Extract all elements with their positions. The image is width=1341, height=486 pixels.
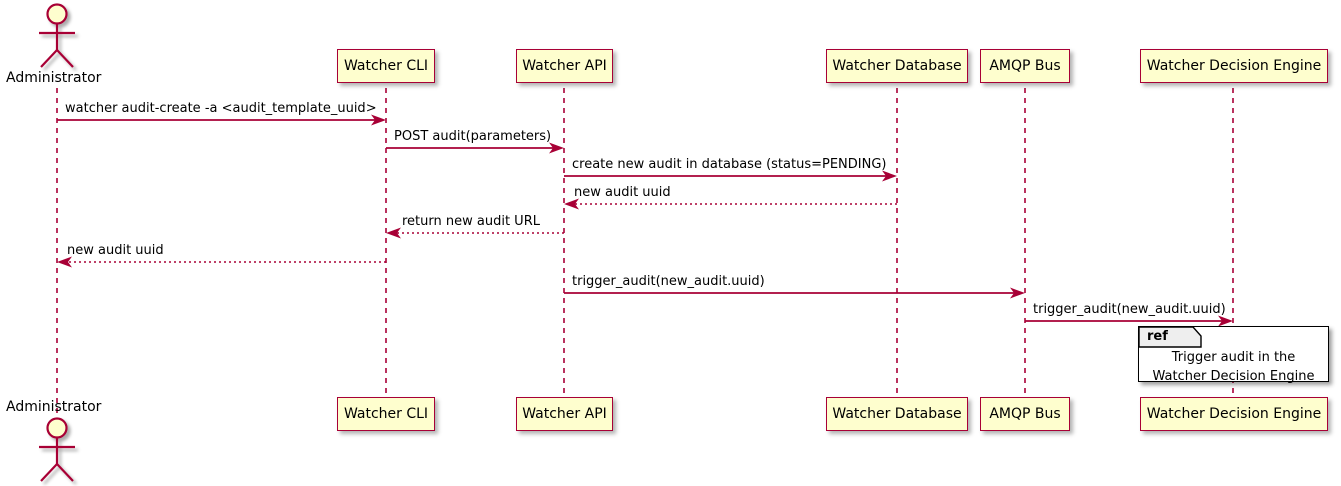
participant-box-watcher-cli-top[interactable]: Watcher CLI bbox=[337, 49, 435, 83]
participant-label: AMQP Bus bbox=[989, 58, 1061, 74]
participant-label: Watcher Decision Engine bbox=[1146, 58, 1322, 74]
message-label-8: trigger_audit(new_audit.uuid) bbox=[1033, 302, 1226, 317]
message-label-1: watcher audit-create -a <audit_template_… bbox=[65, 101, 377, 116]
participant-label: Watcher CLI bbox=[343, 406, 429, 422]
ref-body-line-1: Trigger audit in the bbox=[1171, 350, 1296, 365]
message-arrow-4 bbox=[564, 198, 897, 210]
participant-label: Watcher API bbox=[522, 58, 607, 74]
actor-label-administrator-bottom: Administrator bbox=[6, 399, 102, 415]
message-arrow-5 bbox=[386, 227, 564, 239]
participant-label: Watcher Database bbox=[832, 406, 962, 422]
message-label-3: create new audit in database (status=PEN… bbox=[572, 157, 887, 172]
message-label-2: POST audit(parameters) bbox=[394, 129, 552, 144]
participant-box-watcher-database-top[interactable]: Watcher Database bbox=[826, 49, 968, 83]
participant-box-watcher-decision-engine-top[interactable]: Watcher Decision Engine bbox=[1140, 49, 1328, 83]
participant-label: Watcher CLI bbox=[343, 58, 429, 74]
participant-label: Watcher Decision Engine bbox=[1146, 406, 1322, 422]
message-arrow-8 bbox=[1025, 315, 1233, 327]
participant-label: Watcher API bbox=[522, 406, 607, 422]
actor-label-administrator-top: Administrator bbox=[6, 70, 102, 86]
message-arrow-2 bbox=[386, 142, 564, 154]
participant-box-watcher-cli-bottom[interactable]: Watcher CLI bbox=[337, 397, 435, 431]
ref-body-line-2: Watcher Decision Engine bbox=[1152, 368, 1315, 384]
message-label-7: trigger_audit(new_audit.uuid) bbox=[572, 274, 765, 289]
actor-administrator-top bbox=[39, 3, 75, 68]
message-label-4: new audit uuid bbox=[574, 185, 671, 200]
actor-administrator-bottom bbox=[39, 417, 75, 482]
participant-label: Watcher Database bbox=[832, 58, 962, 74]
message-label-5: return new audit URL bbox=[402, 214, 540, 229]
message-arrow-3 bbox=[564, 170, 897, 182]
participant-box-watcher-database-bottom[interactable]: Watcher Database bbox=[826, 397, 968, 431]
participant-label: AMQP Bus bbox=[989, 406, 1061, 422]
message-label-6: new audit uuid bbox=[67, 243, 164, 258]
participant-box-watcher-api-top[interactable]: Watcher API bbox=[516, 49, 613, 83]
message-arrow-7 bbox=[564, 287, 1025, 299]
participant-box-amqp-bus-top[interactable]: AMQP Bus bbox=[980, 49, 1070, 83]
ref-tab-label: ref bbox=[1147, 329, 1168, 345]
message-arrow-1 bbox=[57, 114, 386, 126]
ref-body-text: Trigger audit in the Watcher Decision En… bbox=[1139, 349, 1328, 387]
participant-box-watcher-decision-engine-bottom[interactable]: Watcher Decision Engine bbox=[1140, 397, 1328, 431]
ref-fragment: ref Trigger audit in the Watcher Decisio… bbox=[1138, 326, 1329, 384]
participant-box-amqp-bus-bottom[interactable]: AMQP Bus bbox=[980, 397, 1070, 431]
message-arrow-6 bbox=[57, 256, 386, 268]
participant-box-watcher-api-bottom[interactable]: Watcher API bbox=[516, 397, 613, 431]
